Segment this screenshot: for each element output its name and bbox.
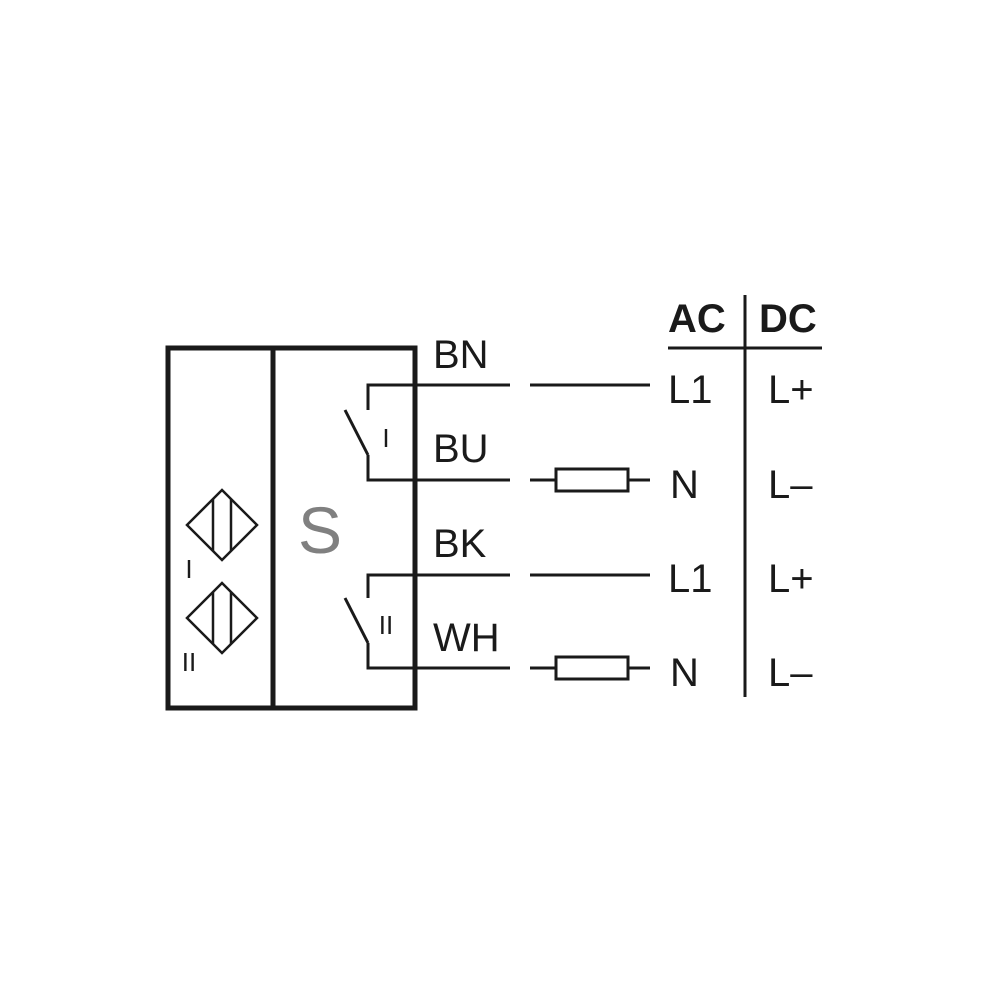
ac-row-3: L1: [668, 557, 713, 601]
wire-label-bk: BK: [433, 522, 487, 566]
switch-1-contact: [343, 409, 370, 456]
load-resistor-1-icon: [554, 467, 630, 493]
switch-2-contact: [343, 597, 370, 644]
sensing-element-2-label: II: [182, 647, 196, 677]
ac-row-4: N: [670, 651, 699, 695]
ac-row-1: L1: [668, 368, 713, 412]
dc-row-4: L–: [768, 651, 813, 695]
load-resistor-2-icon: [554, 655, 630, 681]
switch-1: [343, 383, 510, 482]
header-dc: DC: [759, 297, 817, 341]
sensing-element-1-label: I: [185, 554, 192, 584]
load-1: [530, 467, 650, 493]
ac-row-2: N: [670, 463, 699, 507]
switch-2-bottom-wire: [366, 643, 510, 670]
wire-label-bu: BU: [433, 427, 489, 471]
switch-1-top-wire: [366, 383, 510, 410]
wire-label-bn: BN: [433, 333, 489, 377]
supply-table: AC DC L1 L+ N L– L1 L+ N L–: [668, 295, 822, 697]
switch-1-label: I: [382, 423, 389, 453]
function-letter: S: [298, 493, 342, 567]
dc-row-1: L+: [768, 368, 814, 412]
sensing-element-1-icon: [185, 488, 259, 562]
load-2: [530, 655, 650, 681]
switch-1-bottom-wire: [366, 455, 510, 482]
housing-outline: [165, 345, 418, 711]
sensing-element-2-icon: [185, 581, 259, 655]
switch-2-label: II: [379, 610, 393, 640]
switch-2: [343, 573, 510, 670]
header-ac: AC: [668, 297, 726, 341]
switch-2-top-wire: [366, 573, 510, 598]
dc-row-3: L+: [768, 557, 814, 601]
sensor-housing: [165, 345, 418, 711]
wire-label-wh: WH: [433, 616, 500, 660]
dc-row-2: L–: [768, 463, 813, 507]
